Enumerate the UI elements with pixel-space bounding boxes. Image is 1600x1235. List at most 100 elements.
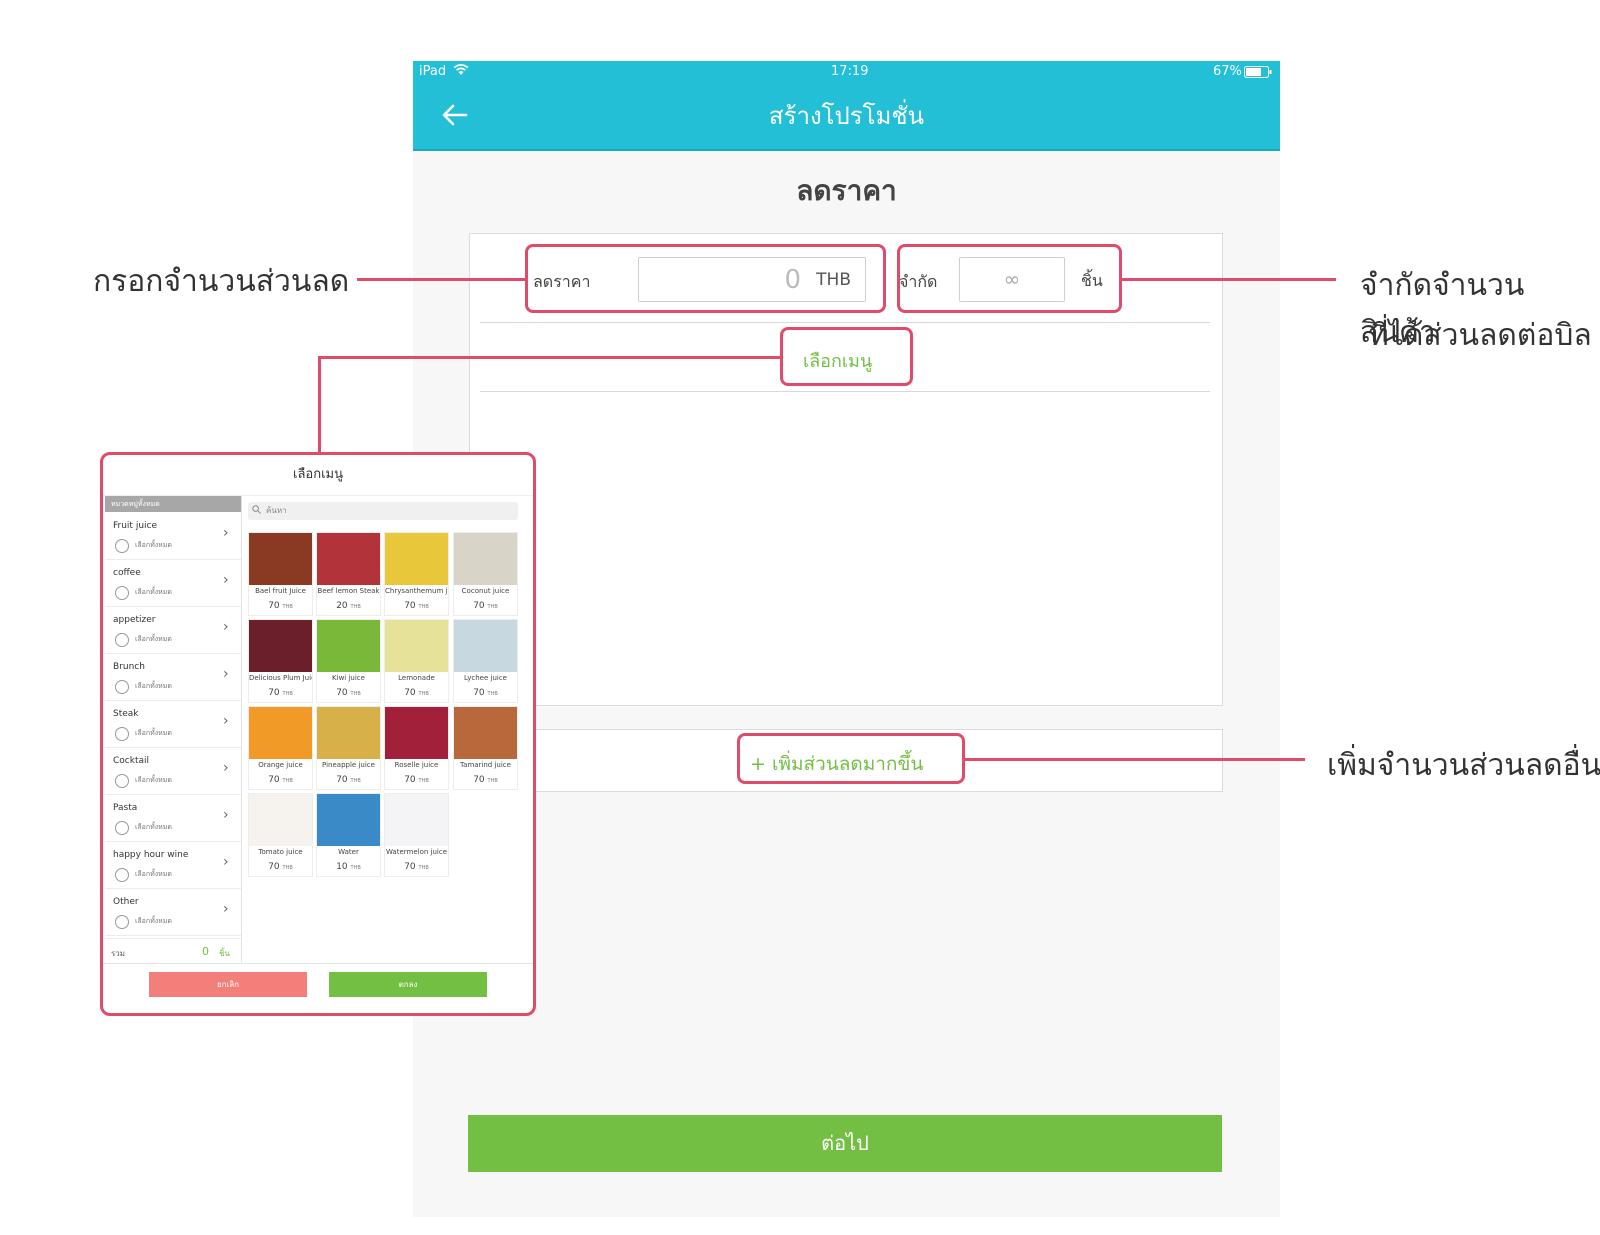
menu-item-tile[interactable]: Chrysanthemum juice 70 THB <box>384 532 449 616</box>
select-all-label: เลือกทั้งหมด <box>135 682 172 690</box>
search-input[interactable]: ค้นหา <box>248 502 518 520</box>
category-name: Brunch <box>113 662 145 672</box>
category-name: Cocktail <box>113 756 149 766</box>
category-name: coffee <box>113 568 141 578</box>
select-all-label: เลือกทั้งหมด <box>135 870 172 878</box>
wifi-icon <box>453 64 469 80</box>
callout-add-more-frame <box>737 733 965 784</box>
menu-item-tile[interactable]: Beef lemon Steak 20 THB <box>316 532 381 616</box>
menu-item-name: Pineapple juice <box>322 761 375 769</box>
annotation-limit-line2: ที่ได้ส่วนลดต่อบิล <box>1369 318 1592 353</box>
category-name: Other <box>113 897 139 907</box>
limit-input[interactable]: ∞ <box>959 257 1065 302</box>
menu-item-name: Roselle juice <box>394 761 439 769</box>
select-all-radio[interactable] <box>115 680 129 694</box>
menu-item-name: Chrysanthemum juice <box>385 587 448 595</box>
menu-item-price: 70 THB <box>268 601 293 611</box>
select-all-radio[interactable] <box>115 633 129 647</box>
back-arrow-icon[interactable] <box>435 93 475 137</box>
select-all-label: เลือกทั้งหมด <box>135 823 172 831</box>
menu-item-name: Bael fruit Juice <box>255 587 306 595</box>
menu-item-name: Beef lemon Steak <box>317 587 380 595</box>
battery-icon <box>1244 66 1272 82</box>
cancel-button[interactable]: ยกเลิก <box>149 972 307 997</box>
menu-item-image <box>385 707 448 759</box>
menu-item-image <box>454 707 517 759</box>
menu-item-image <box>454 620 517 672</box>
menu-item-price: 70 THB <box>404 601 429 611</box>
chevron-right-icon: › <box>223 713 229 729</box>
menu-item-price: 70 THB <box>268 862 293 872</box>
menu-item-name: Delicious Plum Juice Recipes <box>249 674 312 682</box>
menu-item-name: Tomato juice <box>258 848 303 856</box>
discount-unit: THB <box>816 270 851 290</box>
select-all-radio[interactable] <box>115 539 129 553</box>
menu-item-tile[interactable]: Pineapple juice 70 THB <box>316 706 381 790</box>
select-all-radio[interactable] <box>115 915 129 929</box>
connector-line <box>1122 278 1336 281</box>
select-all-label: เลือกทั้งหมด <box>135 729 172 737</box>
menu-item-tile[interactable]: Tamarind juice 70 THB <box>453 706 518 790</box>
menu-item-price: 20 THB <box>336 601 361 611</box>
menu-item-price: 70 THB <box>268 688 293 698</box>
discount-label: ลดราคา <box>533 272 591 291</box>
next-button[interactable]: ต่อไป <box>468 1115 1222 1172</box>
clock: 17:19 <box>831 64 869 79</box>
menu-item-price: 70 THB <box>404 688 429 698</box>
divider <box>480 391 1210 392</box>
menu-item-tile[interactable]: Delicious Plum Juice Recipes 70 THB <box>248 619 313 703</box>
total-count: 0 <box>202 945 209 958</box>
menu-item-image <box>249 794 312 846</box>
connector-line <box>318 356 321 452</box>
menu-item-image <box>249 533 312 585</box>
add-more-discount-button[interactable]: + เพิ่มส่วนลดมากขึ้น <box>750 753 924 775</box>
select-all-radio[interactable] <box>115 727 129 741</box>
annotation-limit-line1: จำกัดจำนวนสินค้า <box>1360 268 1525 350</box>
connector-line <box>965 758 1305 761</box>
callout-limit-frame <box>897 244 1122 313</box>
menu-item-tile[interactable]: Bael fruit Juice 70 THB <box>248 532 313 616</box>
select-all-radio[interactable] <box>115 821 129 835</box>
menu-item-name: Kiwi juice <box>332 674 365 682</box>
chevron-right-icon: › <box>223 854 229 870</box>
divider <box>103 963 533 964</box>
menu-item-name: Lychee juice <box>463 674 507 682</box>
select-all-label: เลือกทั้งหมด <box>135 917 172 925</box>
menu-item-image <box>249 620 312 672</box>
select-all-radio[interactable] <box>115 586 129 600</box>
select-all-label: เลือกทั้งหมด <box>135 588 172 596</box>
select-all-radio[interactable] <box>115 868 129 882</box>
menu-item-image <box>385 620 448 672</box>
select-all-radio[interactable] <box>115 774 129 788</box>
menu-item-image <box>317 533 380 585</box>
menu-item-price: 70 THB <box>473 775 498 785</box>
menu-item-price: 70 THB <box>336 775 361 785</box>
discount-input[interactable]: 0 THB <box>638 257 866 302</box>
ok-button[interactable]: ตกลง <box>329 972 487 997</box>
menu-item-name: Coconut juice <box>461 587 510 595</box>
menu-item-image <box>317 794 380 846</box>
total-label: รวม <box>111 949 126 958</box>
menu-item-tile[interactable]: Tomato juice 70 THB <box>248 793 313 877</box>
popup-title: เลือกเมนู <box>103 455 533 496</box>
select-menu-button[interactable]: เลือกเมนู <box>803 351 873 372</box>
menu-item-name: Tamarind juice <box>460 761 511 769</box>
